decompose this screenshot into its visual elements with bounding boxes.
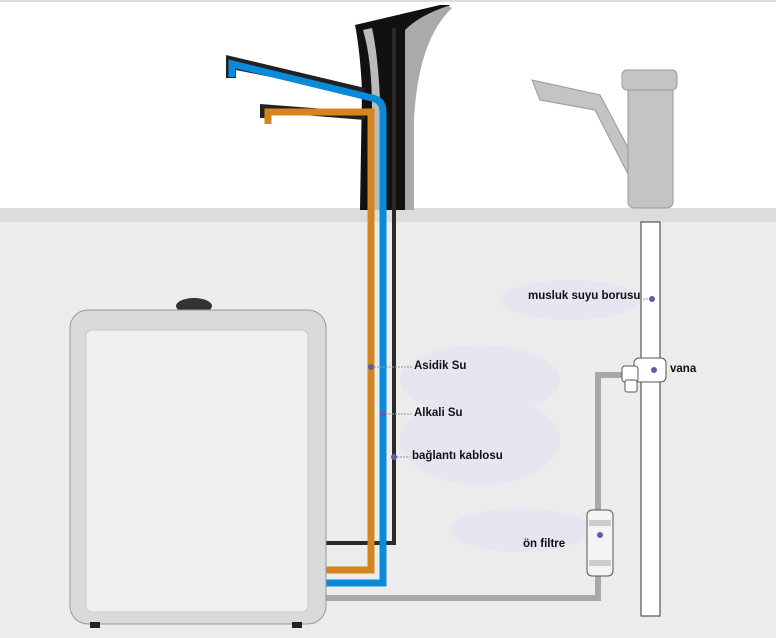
kitchen-tap <box>531 69 678 209</box>
label-highlights <box>400 280 640 552</box>
filter-faucet <box>226 5 452 210</box>
prefilter <box>586 509 614 577</box>
ionizer-unit <box>69 298 327 628</box>
countertop <box>0 208 776 222</box>
connection-cable <box>322 28 396 545</box>
label-valve: vana <box>670 363 697 375</box>
label-connection-cable: bağlantı kablosu <box>412 450 503 462</box>
valve-dot <box>651 367 657 373</box>
valve <box>621 357 667 393</box>
cable-dot <box>391 454 397 460</box>
alkaline-water-pipe <box>228 59 387 587</box>
acidic-water-pipe <box>264 108 375 574</box>
tap-water-pipe <box>640 221 661 617</box>
prefilter-dot <box>597 532 603 538</box>
top-border <box>0 0 776 2</box>
label-tap-water-pipe: musluk suyu borusu <box>528 290 641 302</box>
tap-pipe-dot <box>649 296 655 302</box>
label-acidic-water: Asidik Su <box>414 360 467 372</box>
acidic-dot <box>368 364 374 370</box>
alkaline-dot <box>380 411 386 417</box>
feed-pipe <box>322 372 628 601</box>
label-alkaline-water: Alkali Su <box>414 407 463 419</box>
label-prefilter: ön filtre <box>523 538 566 550</box>
marker-dots <box>368 296 657 538</box>
